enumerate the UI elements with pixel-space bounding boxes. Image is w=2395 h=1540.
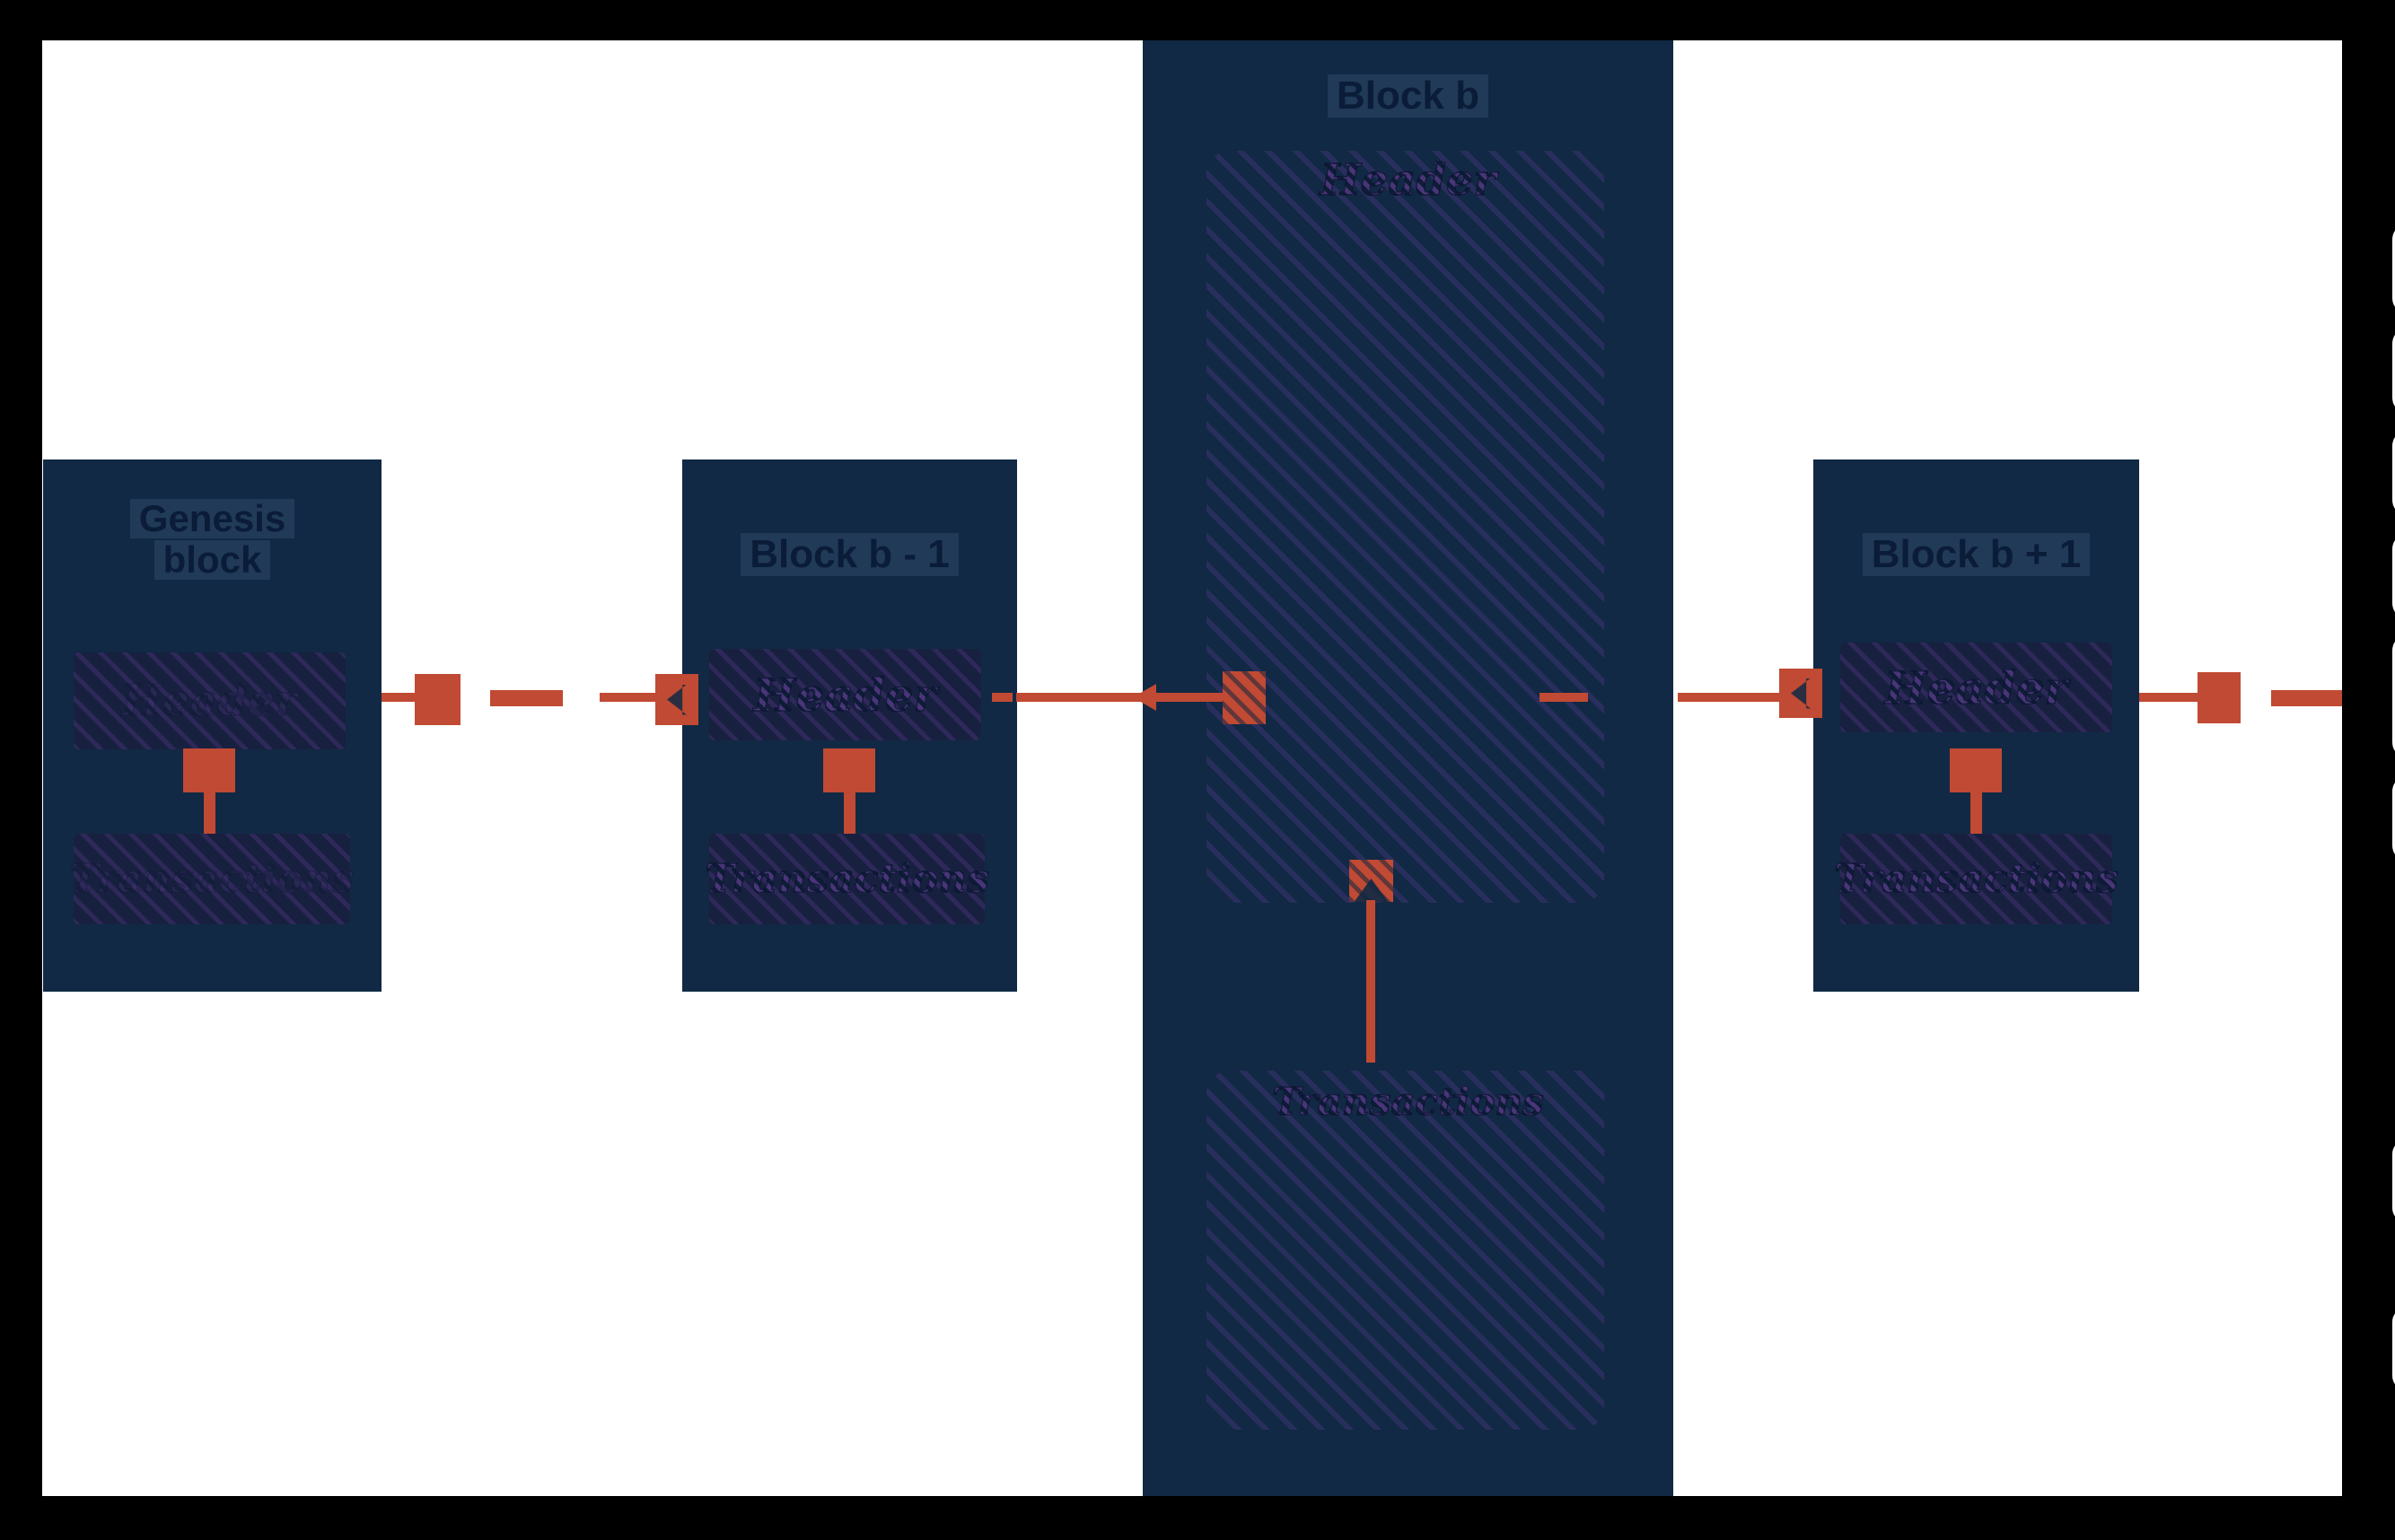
genesis-down-arrow-square [183,748,235,792]
link4-line [2139,693,2198,702]
block-next-down-arrow-square [1950,748,2002,792]
genesis-title-line1: Genesis [129,499,295,538]
link2-line [1016,693,1223,702]
link3-line [1678,693,1782,702]
merkle-arrowhead-icon [1354,879,1389,902]
block-prev: Block b - 1 Header Transactions [682,459,1017,992]
link4-source-square [2198,672,2241,723]
block-next-header-label: Header [1883,661,2068,715]
link1-arrowhead-icon [667,684,687,715]
link2-dash [992,693,1013,702]
block-prev-header-panel: Header [709,649,981,740]
block-b-title-text: Block b [1328,74,1488,118]
link1-line-start [382,693,415,702]
genesis-header-panel: Header [74,652,346,749]
genesis-header-label: Header [121,675,299,727]
block-b-header-label: Header [1143,154,1673,206]
merkle-arrow-stem [1366,900,1375,1063]
link3-target-square [1779,669,1822,718]
block-prev-title-text: Block b - 1 [741,533,959,576]
genesis-down-arrow-stem [204,792,215,834]
block-next-header-panel: Header [1840,643,2112,732]
block-next-title: Block b + 1 [1813,533,2139,576]
block-prev-title: Block b - 1 [682,533,1017,576]
block-prev-header-label: Header [752,668,937,722]
genesis-transactions-label: Transactions [69,855,355,903]
genesis-transactions-panel: Transactions [69,834,355,924]
block-next: Block b + 1 Header Transactions [1813,459,2139,992]
block-next-transactions-panel: Transactions [1834,834,2119,924]
prev-hash-link-marker [1223,671,1266,724]
block-prev-down-arrow-square [823,748,875,792]
block-b-transactions-region [1206,1071,1604,1430]
genesis-title: Genesis block [43,499,382,580]
block-next-down-arrow-stem [1970,792,1982,834]
link3-dash [1540,693,1588,702]
block-prev-transactions-panel: Transactions [705,834,989,924]
genesis-title-line2: block [154,540,271,580]
link4-dash [2271,690,2342,706]
block-b-title: Block b [1143,74,1673,118]
block-prev-down-arrow-stem [844,792,855,834]
block-b-transactions-label: Transactions [1143,1079,1673,1124]
genesis-block: Genesis block Header Transactions [43,459,382,992]
block-prev-transactions-label: Transactions [705,855,990,903]
block-next-transactions-label: Transactions [1834,855,2119,903]
link1-line-end [600,693,666,702]
link1-target-square [655,674,698,725]
block-b-header-region [1206,151,1604,903]
block-next-title-text: Block b + 1 [1862,533,2091,576]
link1-dash [490,690,563,706]
merkle-link-marker [1349,860,1393,902]
link1-source-square [415,674,461,725]
link3-arrowhead-icon [1791,678,1811,709]
block-b-column: Block b Header Version Timestamp Nonce D… [1143,40,2395,1496]
